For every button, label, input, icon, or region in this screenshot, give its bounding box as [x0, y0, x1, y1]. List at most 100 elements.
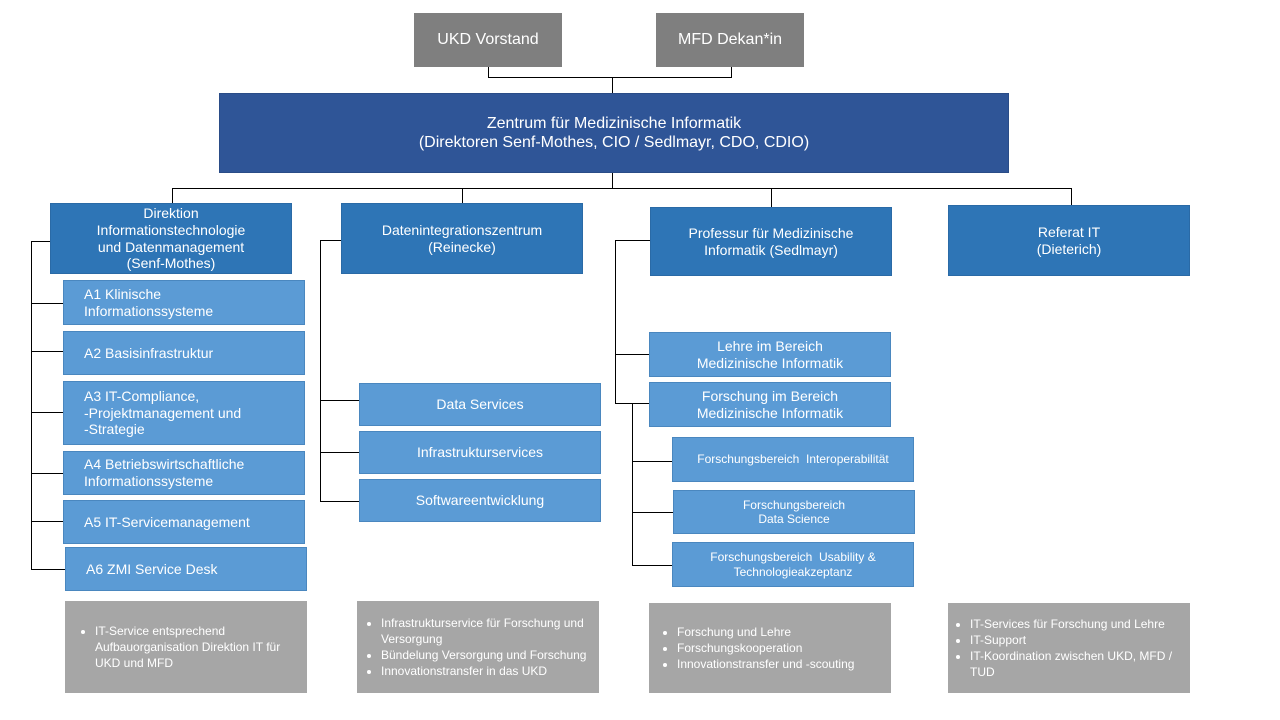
head-line: (Senf-Mothes) [126, 255, 216, 272]
connector-line [320, 400, 360, 401]
connector-line [31, 412, 64, 413]
note-item: IT-Service entsprechend Aufbauorganisati… [95, 623, 297, 672]
unit-a3: A3 IT-Compliance, -Projektmanagement und… [63, 381, 305, 445]
connector-line [612, 172, 613, 189]
unit-label: A4 Betriebswirtschaftliche [84, 456, 245, 473]
note-item: Forschungskooperation [677, 640, 854, 656]
note-item: Infrastrukturservice für Forschung und V… [381, 615, 589, 647]
head-line: (Dieterich) [1036, 240, 1102, 257]
connector-line [731, 66, 732, 78]
connector-line [1071, 188, 1072, 206]
mfd-dekan-box: MFD Dekan*in [656, 13, 804, 67]
unit-usability: Forschungsbereich Usability & Technologi… [672, 542, 914, 587]
connector-line [31, 241, 51, 242]
unit-label: -Strategie [84, 421, 145, 438]
connector-line [615, 240, 651, 241]
connector-line [632, 512, 674, 513]
note-col1: IT-Service entsprechend Aufbauorganisati… [65, 601, 307, 693]
unit-a6: A6 ZMI Service Desk [65, 547, 307, 591]
note-item: Innovationstransfer in das UKD [381, 663, 589, 679]
unit-data-services: Data Services [359, 383, 601, 426]
unit-label: Data Science [758, 512, 830, 526]
note-item: IT-Support [970, 632, 1180, 648]
unit-label: Infrastrukturservices [416, 444, 544, 461]
zmi-title: Zentrum für Medizinische Informatik [486, 114, 742, 132]
mfd-dekan-label: MFD Dekan*in [677, 31, 783, 49]
note-col4: IT-Services für Forschung und Lehre IT-S… [948, 603, 1190, 693]
connector-line [612, 77, 613, 93]
unit-label: Data Services [436, 396, 524, 413]
unit-data-science: Forschungsbereich Data Science [673, 490, 915, 534]
zmi-center-box: Zentrum für Medizinische Informatik (Dir… [219, 93, 1009, 173]
unit-a5: A5 IT-Servicemanagement [63, 500, 305, 544]
connector-line [31, 569, 65, 570]
ukd-vorstand-label: UKD Vorstand [437, 31, 539, 49]
connector-line [615, 354, 650, 355]
unit-label: Informationssysteme [84, 302, 214, 319]
connector-line [320, 452, 360, 453]
unit-label: Forschungsbereich [742, 497, 846, 512]
connector-line [771, 188, 772, 208]
connector-line [632, 461, 673, 462]
unit-label: A1 Klinische [84, 285, 162, 302]
head-line: (Reinecke) [428, 238, 496, 255]
connector-line [31, 241, 32, 570]
direktion-it-head: Direktion Informationstechnologie und Da… [50, 203, 292, 274]
unit-label: A5 IT-Servicemanagement [84, 513, 250, 530]
connector-line [172, 188, 1072, 189]
connector-line [320, 240, 321, 502]
unit-label: Technologieakzeptanz [733, 564, 853, 579]
connector-line [320, 240, 341, 241]
note-item: Forschung und Lehre [677, 624, 854, 640]
note-item: IT-Koordination zwischen UKD, MFD / TUD [970, 648, 1180, 680]
unit-label: Medizinische Informatik [696, 404, 844, 421]
note-item: Innovationstransfer und -scouting [677, 656, 854, 672]
connector-line [632, 565, 673, 566]
connector-line [615, 240, 616, 404]
unit-label: Forschung im Bereich [701, 387, 839, 404]
connector-line [172, 188, 173, 204]
unit-label: Softwareentwicklung [415, 492, 545, 509]
referat-it-head: Referat IT (Dieterich) [948, 205, 1190, 276]
unit-label: A2 Basisinfrastruktur [84, 344, 214, 361]
unit-label: A3 IT-Compliance, [84, 387, 200, 404]
connector-line [31, 521, 64, 522]
unit-label: Forschungsbereich Usability & [710, 550, 876, 565]
connector-line [31, 473, 64, 474]
head-line: Direktion [143, 204, 199, 221]
note-item: Bündelung Versorgung und Forschung [381, 647, 589, 663]
zmi-directors: (Direktoren Senf-Mothes, CIO / Sedlmayr,… [418, 134, 810, 151]
head-line: Professur für Medizinische [688, 224, 854, 241]
unit-a2: A2 Basisinfrastruktur [63, 331, 305, 375]
unit-a4: A4 Betriebswirtschaftliche Informationss… [63, 451, 305, 495]
unit-label: Lehre im Bereich [717, 337, 823, 354]
unit-forschung: Forschung im Bereich Medizinische Inform… [649, 382, 891, 427]
note-col2: Infrastrukturservice für Forschung und V… [357, 601, 599, 693]
unit-interoperabilitaet: Forschungsbereich Interoperabilität [672, 437, 914, 482]
head-line: Referat IT [1037, 223, 1101, 240]
connector-line [462, 188, 463, 204]
unit-label: Medizinische Informatik [696, 354, 844, 371]
unit-label: Forschungsbereich Interoperabilität [697, 452, 889, 467]
unit-infrastrukturservices: Infrastrukturservices [359, 431, 601, 474]
unit-label: Informationssysteme [84, 473, 214, 489]
professur-head: Professur für Medizinische Informatik (S… [650, 207, 892, 276]
datenintegrationszentrum-head: Datenintegrationszentrum (Reinecke) [341, 203, 583, 274]
head-line: und Datenmanagement [97, 238, 245, 255]
connector-line [488, 77, 732, 78]
unit-label: A6 ZMI Service Desk [86, 560, 218, 577]
unit-label: -Projektmanagement und [84, 404, 242, 421]
head-line: Datenintegrationszentrum [381, 221, 543, 238]
unit-lehre: Lehre im Bereich Medizinische Informatik [649, 332, 891, 377]
note-item: IT-Services für Forschung und Lehre [970, 616, 1180, 632]
head-line: Informatik (Sedlmayr) [704, 241, 838, 258]
unit-a1: A1 Klinische Informationssysteme [63, 280, 305, 325]
connector-line [488, 66, 489, 78]
connector-line [31, 351, 64, 352]
note-col3: Forschung und Lehre Forschungskooperatio… [649, 603, 891, 693]
unit-softwareentwicklung: Softwareentwicklung [359, 479, 601, 522]
ukd-vorstand-box: UKD Vorstand [414, 13, 562, 67]
head-line: Informationstechnologie [96, 221, 246, 238]
connector-line [31, 303, 64, 304]
connector-line [320, 501, 360, 502]
